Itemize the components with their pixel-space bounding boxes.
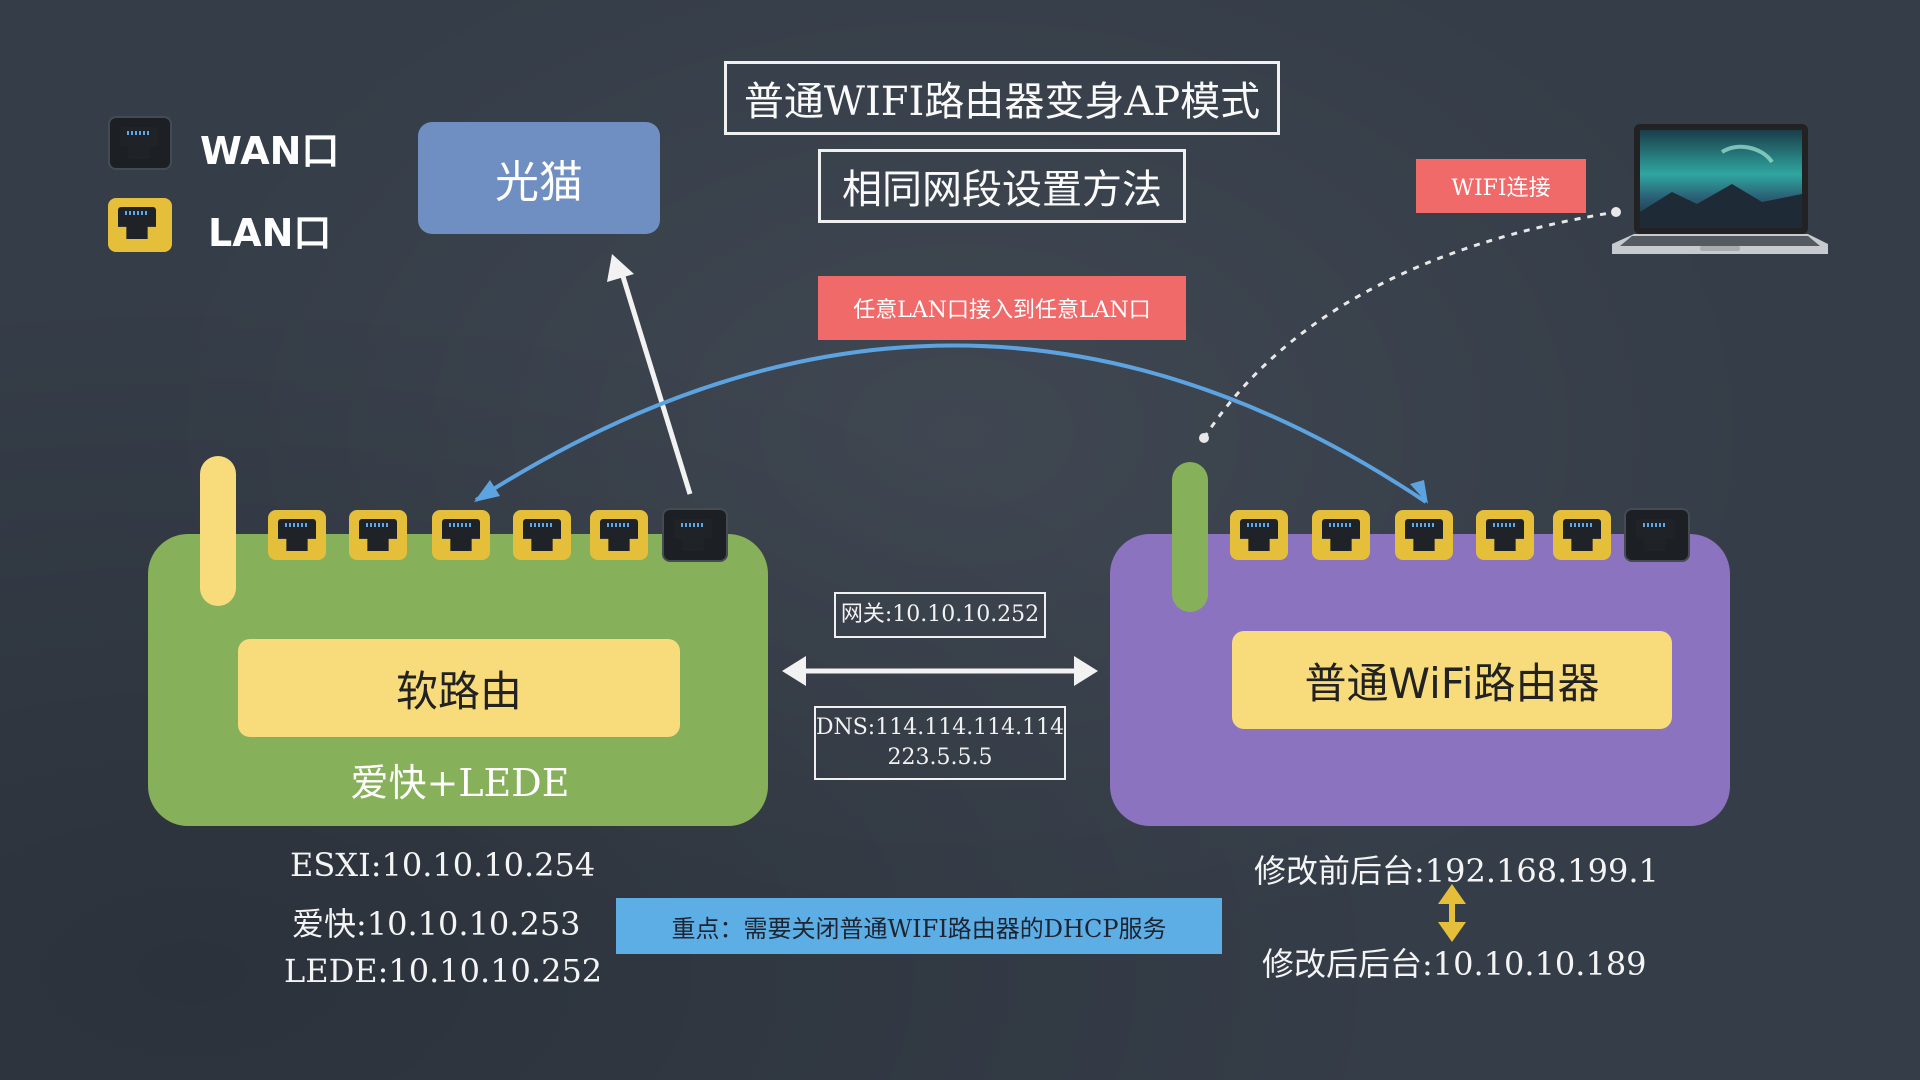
soft-router-lan-port-3: [432, 510, 490, 560]
wifi-router-label: 普通WiFi路由器: [1232, 631, 1672, 729]
wan-to-modem-arrow: [607, 254, 693, 495]
soft-router-lan-port-2: [349, 510, 407, 560]
lan-to-lan-arc: [474, 343, 1428, 504]
wifi-router-lan-port-2: [1312, 510, 1370, 560]
soft-router-subtitle: 爱快+LEDE: [350, 761, 570, 805]
wifi-dotted-link: [1199, 207, 1621, 443]
wifi-router-lan-port-5: [1553, 510, 1611, 560]
soft-router-wan-port: [662, 508, 728, 562]
wifi-router-wan-port: [1624, 508, 1690, 562]
dns-box: DNS:114.114.114.114 223.5.5.5: [814, 706, 1066, 780]
wan-port-icon: [108, 116, 172, 170]
soft-router-ip-esxi: ESXI:10.10.10.254: [290, 846, 596, 884]
wifi-router-lan-port-1: [1230, 510, 1288, 560]
wifi-connect-tag: WIFI连接: [1416, 159, 1586, 213]
wifi-router-after-ip: 修改后后台:10.10.10.189: [1262, 945, 1647, 983]
soft-router-lan-port-1: [268, 510, 326, 560]
lan-to-lan-tag: 任意LAN口接入到任意LAN口: [818, 276, 1186, 340]
gateway-box: 网关:10.10.10.252: [834, 592, 1046, 638]
legend-wan-label: WAN口: [200, 129, 340, 173]
soft-router-antenna: [200, 456, 236, 606]
title-line1: 普通WIFI路由器变身AP模式: [724, 61, 1280, 135]
legend-lan-label: LAN口: [208, 211, 332, 255]
modem-box: 光猫: [418, 122, 660, 234]
dhcp-note: 重点：需要关闭普通WIFI路由器的DHCP服务: [616, 898, 1222, 954]
laptop-icon: [1612, 122, 1828, 282]
wifi-router-lan-port-4: [1476, 510, 1534, 560]
wifi-router-antenna: [1172, 462, 1208, 612]
soft-router-ip-ikuai: 爱快:10.10.10.253: [292, 905, 581, 943]
soft-router-ip-lede: LEDE:10.10.10.252: [284, 952, 603, 990]
wifi-router-lan-port-3: [1395, 510, 1453, 560]
wifi-router-before-ip: 修改前后台:192.168.199.1: [1254, 852, 1659, 890]
soft-router-label: 软路由: [238, 639, 680, 737]
lan-port-icon: [108, 198, 172, 252]
dns-line2: 223.5.5.5: [887, 745, 993, 770]
before-after-arrow: [1438, 884, 1466, 942]
soft-router-lan-port-4: [513, 510, 571, 560]
soft-router-lan-port-5: [590, 510, 648, 560]
double-headed-arrow: [782, 656, 1098, 686]
title-line2: 相同网段设置方法: [818, 149, 1186, 223]
modem-label: 光猫: [495, 157, 583, 208]
gateway-text: 网关:10.10.10.252: [840, 602, 1040, 627]
dns-line1: DNS:114.114.114.114: [815, 715, 1065, 740]
